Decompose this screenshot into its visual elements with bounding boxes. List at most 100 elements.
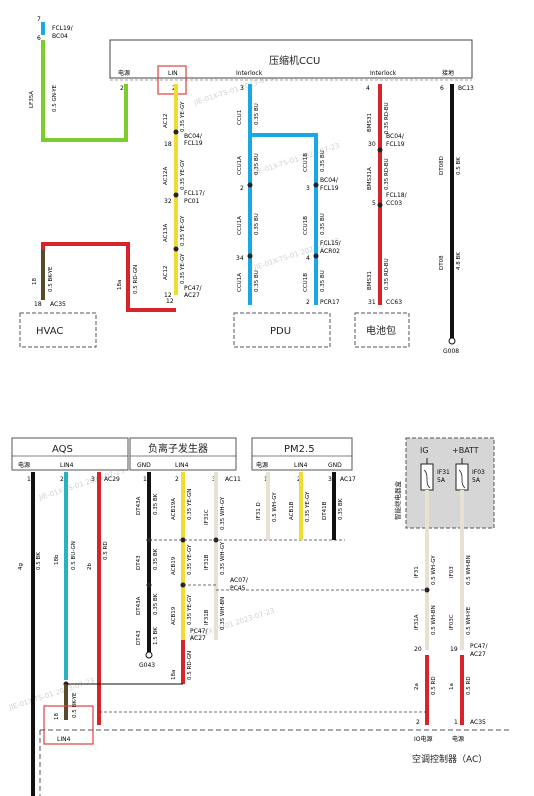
fuse2-rating: 5A xyxy=(472,477,481,484)
pin-num: 1 xyxy=(143,476,147,483)
aqs-pin-lin: LIN4 xyxy=(60,462,74,469)
pin-num: 5 xyxy=(372,200,376,207)
pin-num: 34 xyxy=(236,255,244,262)
pin-num: 3 xyxy=(240,85,244,92)
batt-label: +BATT xyxy=(452,446,479,455)
bms-code: BMS31 xyxy=(367,271,373,290)
neg-pc47-2: AC27 xyxy=(190,635,206,642)
neg-white-code: IF31B xyxy=(204,554,210,570)
pin-num: 3 xyxy=(306,185,310,192)
splice xyxy=(377,147,383,153)
neg-white-spec: 0.35 WH-BN xyxy=(220,597,226,630)
aqs-teal-spec: 0.5 BU-GN xyxy=(71,541,77,570)
g043-label: G043 xyxy=(139,662,155,669)
ccu-pin-interlock2: Interlock xyxy=(370,70,397,77)
relay-w4-spec: 0.5 WH-YE xyxy=(466,606,472,635)
pm-black-spec: 0.35 BK xyxy=(338,498,344,520)
relay-w3-spec: 0.5 WH-BN xyxy=(431,605,437,635)
pm25-box xyxy=(251,437,353,471)
aqs-box xyxy=(11,437,129,471)
pin-num: 7 xyxy=(37,16,41,23)
pm-pin-gnd: GND xyxy=(328,462,342,469)
left-wire-num: 6 xyxy=(37,35,41,42)
ground-code: DT08 xyxy=(439,255,445,270)
relay-w4-code: IF03C xyxy=(449,614,455,630)
lin4-highlight xyxy=(43,705,94,745)
neg-white-code: IF31C xyxy=(204,509,210,525)
pin-num: 2 xyxy=(240,185,244,192)
pin-num: 3 xyxy=(91,476,95,483)
neg-white-spec: 0.35 WH-GY xyxy=(220,541,226,575)
ccu-pin-interlock1: Interlock xyxy=(236,70,263,77)
pm-white-code: IF31 D xyxy=(256,502,262,520)
aqs-pin-power: 电源 xyxy=(18,461,30,469)
fuse1-name: IF31 xyxy=(437,469,450,476)
relay-w2-code: IF03 xyxy=(449,566,455,578)
bms-conn-2: FCL18/ xyxy=(386,192,408,199)
blue-spec: 0.35 BU xyxy=(254,103,260,125)
ac07-1: AC07/ xyxy=(230,577,249,584)
pin-num: 2 xyxy=(175,476,179,483)
watermark: JIE-01X-TS-01 2023-07-23 xyxy=(252,142,340,178)
pin-num: 2 xyxy=(60,476,64,483)
blue-conn-1b: FCL19 xyxy=(320,185,339,192)
yellow-code: AC13A xyxy=(163,223,169,242)
pin-num: 1 xyxy=(454,719,458,726)
blue-spec: 0.35 BU xyxy=(320,213,326,235)
ccu-pin-lin: LIN xyxy=(168,70,178,77)
bms-spec: 0.35 RD-BU xyxy=(384,158,390,190)
yellow-conn-1b: FCL19 xyxy=(184,140,203,147)
neg-white-spec: 0.35 WH-GY xyxy=(220,496,226,530)
neg-black-spec: 0.35 BK xyxy=(153,493,159,515)
left-wire-code: LF35A xyxy=(29,91,35,108)
hvac-wire-spec: 0.5 BK-YE xyxy=(48,266,54,292)
splice xyxy=(247,182,253,188)
splice xyxy=(313,182,319,188)
blue-conn-2: FCL15/ xyxy=(320,240,342,247)
pm-pin-lin: LIN4 xyxy=(294,462,308,469)
blue-code: CCU1B xyxy=(303,216,309,235)
blue-code: CCU1B xyxy=(303,273,309,292)
neg-red-spec: 0.5 RD-GN xyxy=(187,651,193,680)
red-wire-spec: 0.5 RD-GN xyxy=(133,265,139,294)
blue-spec: 0.35 BU xyxy=(320,150,326,172)
pm-white-spec: 0.5 WH-GY xyxy=(272,492,278,522)
ccu-pin-power: 电源 xyxy=(118,69,130,77)
left-wire-spec: 0.5 GN-YE xyxy=(52,84,58,112)
neg-pin-lin: LIN4 xyxy=(175,462,189,469)
pin-num: 2 xyxy=(416,719,420,726)
ccu-pin-ground: 接地 xyxy=(442,69,454,77)
pin-num: 32 xyxy=(164,198,172,205)
hvac-label: HVAC xyxy=(36,326,63,337)
neg-black-spec: 1.5 BK xyxy=(153,627,159,645)
ac29-label: AC29 xyxy=(104,476,120,483)
pm-pin-power: 电源 xyxy=(256,461,268,469)
relay-r2-spec: 0.5 RD xyxy=(466,676,472,695)
ig-label: IG xyxy=(420,446,429,455)
splice xyxy=(377,202,383,208)
pin-num: 18 xyxy=(164,141,172,148)
blue-code: CCU1B xyxy=(303,153,309,172)
neg-red-code: 18a xyxy=(171,670,177,680)
blue-code: CCU1 xyxy=(237,110,243,125)
bc13-label: BC13 xyxy=(458,85,474,92)
fuse-element-icon xyxy=(458,469,466,489)
neg-ion-box xyxy=(129,437,237,471)
red-wire-code: 18a xyxy=(117,280,123,290)
pin-num: 2 xyxy=(120,85,124,92)
relay-r1-spec: 0.5 RD xyxy=(431,676,437,695)
neg-yellow-spec: 0.35 YE-GY xyxy=(187,544,193,575)
hvac-pin: 18 xyxy=(34,301,42,308)
hvac-conn: AC35 xyxy=(50,301,66,308)
neg-yellow-code: ACB19A xyxy=(171,498,177,520)
battery-box xyxy=(354,312,410,348)
neg-black-code: DT43 xyxy=(136,630,142,645)
splice xyxy=(180,537,186,543)
bms-conn-1b: FCL19 xyxy=(386,141,405,148)
relay-w3-code: IF31A xyxy=(414,614,420,630)
ac-controller-label: 空调控制器（AC） xyxy=(412,753,487,765)
ac11-label: AC11 xyxy=(225,476,241,483)
hvac-box xyxy=(19,312,97,348)
blue-conn-1: BC04/ xyxy=(320,177,339,184)
